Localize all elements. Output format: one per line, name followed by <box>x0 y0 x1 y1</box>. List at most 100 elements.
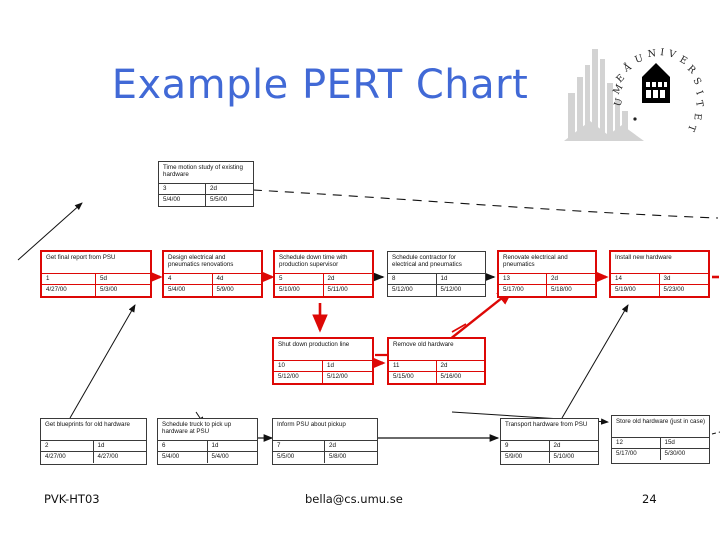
task-duration: 2d <box>551 275 558 282</box>
task-finish: 5/10/00 <box>553 453 575 460</box>
footer-page-number: 24 <box>642 492 657 506</box>
task-name: Remove old hardware <box>389 339 484 361</box>
task-duration: 3d <box>663 275 671 282</box>
task-finish: 5/23/00 <box>663 286 685 293</box>
task-node-3[interactable]: Time motion study of existing hardware 3… <box>158 161 254 207</box>
task-finish: 5/18/00 <box>551 286 572 293</box>
task-name: Get blueprints for old hardware <box>41 419 146 441</box>
task-start: 5/12/00 <box>274 372 323 383</box>
task-finish: 5/9/00 <box>216 286 234 293</box>
task-duration: 1d <box>97 442 105 449</box>
task-start: 4/27/00 <box>42 285 96 296</box>
task-node-12[interactable]: Store old hardware (just in case) 12 15d… <box>611 415 710 464</box>
task-finish: 5/8/00 <box>329 453 347 460</box>
task-node-5[interactable]: Schedule down time with production super… <box>273 250 374 298</box>
task-id: 1 <box>42 274 96 284</box>
task-node-2[interactable]: Get blueprints for old hardware 2 1d 4/2… <box>40 418 147 465</box>
task-name: Transport hardware from PSU <box>501 419 598 441</box>
task-node-8[interactable]: Schedule contractor for electrical and p… <box>387 251 486 297</box>
svg-text:T: T <box>693 100 705 109</box>
task-duration: 2d <box>440 362 448 369</box>
task-node-9[interactable]: Transport hardware from PSU 9 2d 5/9/00 … <box>500 418 599 465</box>
task-start: 5/4/00 <box>159 195 206 206</box>
task-name: Renovate electrical and pneumatics <box>499 252 595 274</box>
svg-text:M: M <box>611 82 626 96</box>
task-start: 5/10/00 <box>275 285 324 296</box>
task-id: 12 <box>612 438 661 448</box>
task-start: 4/27/00 <box>41 452 94 463</box>
task-start: 5/12/00 <box>388 285 437 296</box>
svg-text:S: S <box>690 76 703 87</box>
task-node-10[interactable]: Shut down production line 10 1d 5/12/00 … <box>272 337 374 385</box>
task-duration: 5d <box>100 275 107 282</box>
task-duration: 1d <box>211 442 219 449</box>
svg-text:I: I <box>693 89 705 97</box>
task-name: Schedule contractor for electrical and p… <box>388 252 485 274</box>
task-node-13[interactable]: Renovate electrical and pneumatics 13 2d… <box>497 250 597 298</box>
task-duration: 1d <box>327 362 334 369</box>
svg-text:V: V <box>666 48 677 61</box>
task-name: Get final report from PSU <box>42 252 150 274</box>
svg-text:U: U <box>612 97 625 108</box>
task-start: 5/4/00 <box>164 285 213 296</box>
task-id: 4 <box>164 274 213 284</box>
task-duration: 2d <box>553 442 561 449</box>
svg-text:I: I <box>660 47 665 58</box>
svg-text:N: N <box>647 48 656 60</box>
task-start: 5/17/00 <box>612 449 661 460</box>
task-finish: 5/3/00 <box>100 286 118 293</box>
task-duration: 4d <box>216 275 224 282</box>
task-start: 5/15/00 <box>389 372 437 383</box>
task-finish: 4/27/00 <box>97 453 119 460</box>
task-finish: 5/5/00 <box>210 196 228 203</box>
task-node-14[interactable]: Install new hardware 14 3d 5/19/00 5/23/… <box>609 250 710 298</box>
task-finish: 5/4/00 <box>211 453 229 460</box>
task-start: 5/17/00 <box>499 285 547 296</box>
task-id: 3 <box>159 184 206 194</box>
task-id: 6 <box>158 441 208 451</box>
task-finish: 5/11/00 <box>327 286 348 293</box>
task-name: Shut down production line <box>274 339 372 361</box>
footer-email: bella@cs.umu.se <box>305 492 403 506</box>
task-name: Store old hardware (just in case) <box>612 416 709 438</box>
svg-text:Å: Å <box>620 61 633 75</box>
task-id: 2 <box>41 441 94 451</box>
task-start: 5/19/00 <box>611 285 660 296</box>
task-name: Schedule truck to pick up hardware at PS… <box>158 419 257 441</box>
task-finish: 5/12/00 <box>327 373 348 380</box>
task-node-7[interactable]: Inform PSU about pickup 7 2d 5/5/00 5/8/… <box>272 418 378 465</box>
task-start: 5/5/00 <box>273 452 325 463</box>
task-node-4[interactable]: Design electrical and pneumatics renovat… <box>162 250 263 298</box>
task-node-6[interactable]: Schedule truck to pick up hardware at PS… <box>157 418 258 465</box>
task-start: 5/4/00 <box>158 452 208 463</box>
task-id: 11 <box>389 361 437 371</box>
task-id: 13 <box>499 274 547 284</box>
svg-text:R: R <box>685 63 698 76</box>
task-duration: 2d <box>210 185 217 192</box>
task-id: 10 <box>274 361 323 371</box>
task-name: Install new hardware <box>611 252 708 274</box>
task-id: 8 <box>388 274 437 284</box>
svg-text:T: T <box>685 123 698 133</box>
task-duration: 2d <box>329 442 336 449</box>
task-id: 14 <box>611 274 660 284</box>
task-name: Schedule down time with production super… <box>275 252 372 274</box>
footer-course-code: PVK-HT03 <box>44 492 100 506</box>
svg-text:U: U <box>634 53 645 66</box>
task-name: Time motion study of existing hardware <box>159 162 253 184</box>
task-id: 7 <box>273 441 325 451</box>
svg-text:E: E <box>678 54 690 67</box>
task-name: Inform PSU about pickup <box>273 419 377 441</box>
task-name: Design electrical and pneumatics renovat… <box>164 252 261 274</box>
task-node-11[interactable]: Remove old hardware 11 2d 5/15/00 5/16/0… <box>387 337 486 385</box>
task-duration: 15d <box>664 439 675 446</box>
task-node-1[interactable]: Get final report from PSU 1 5d 4/27/00 5… <box>40 250 152 298</box>
task-duration: 2d <box>327 275 335 282</box>
slide-footer: PVK-HT03 bella@cs.umu.se 24 <box>0 492 720 518</box>
task-finish: 5/30/00 <box>664 450 686 457</box>
page-title: Example PERT Chart <box>111 62 529 108</box>
umea-university-logo: U M E Å U N I V E R S I T E T <box>560 25 718 153</box>
task-duration: 1d <box>440 275 448 282</box>
task-id: 5 <box>275 274 324 284</box>
